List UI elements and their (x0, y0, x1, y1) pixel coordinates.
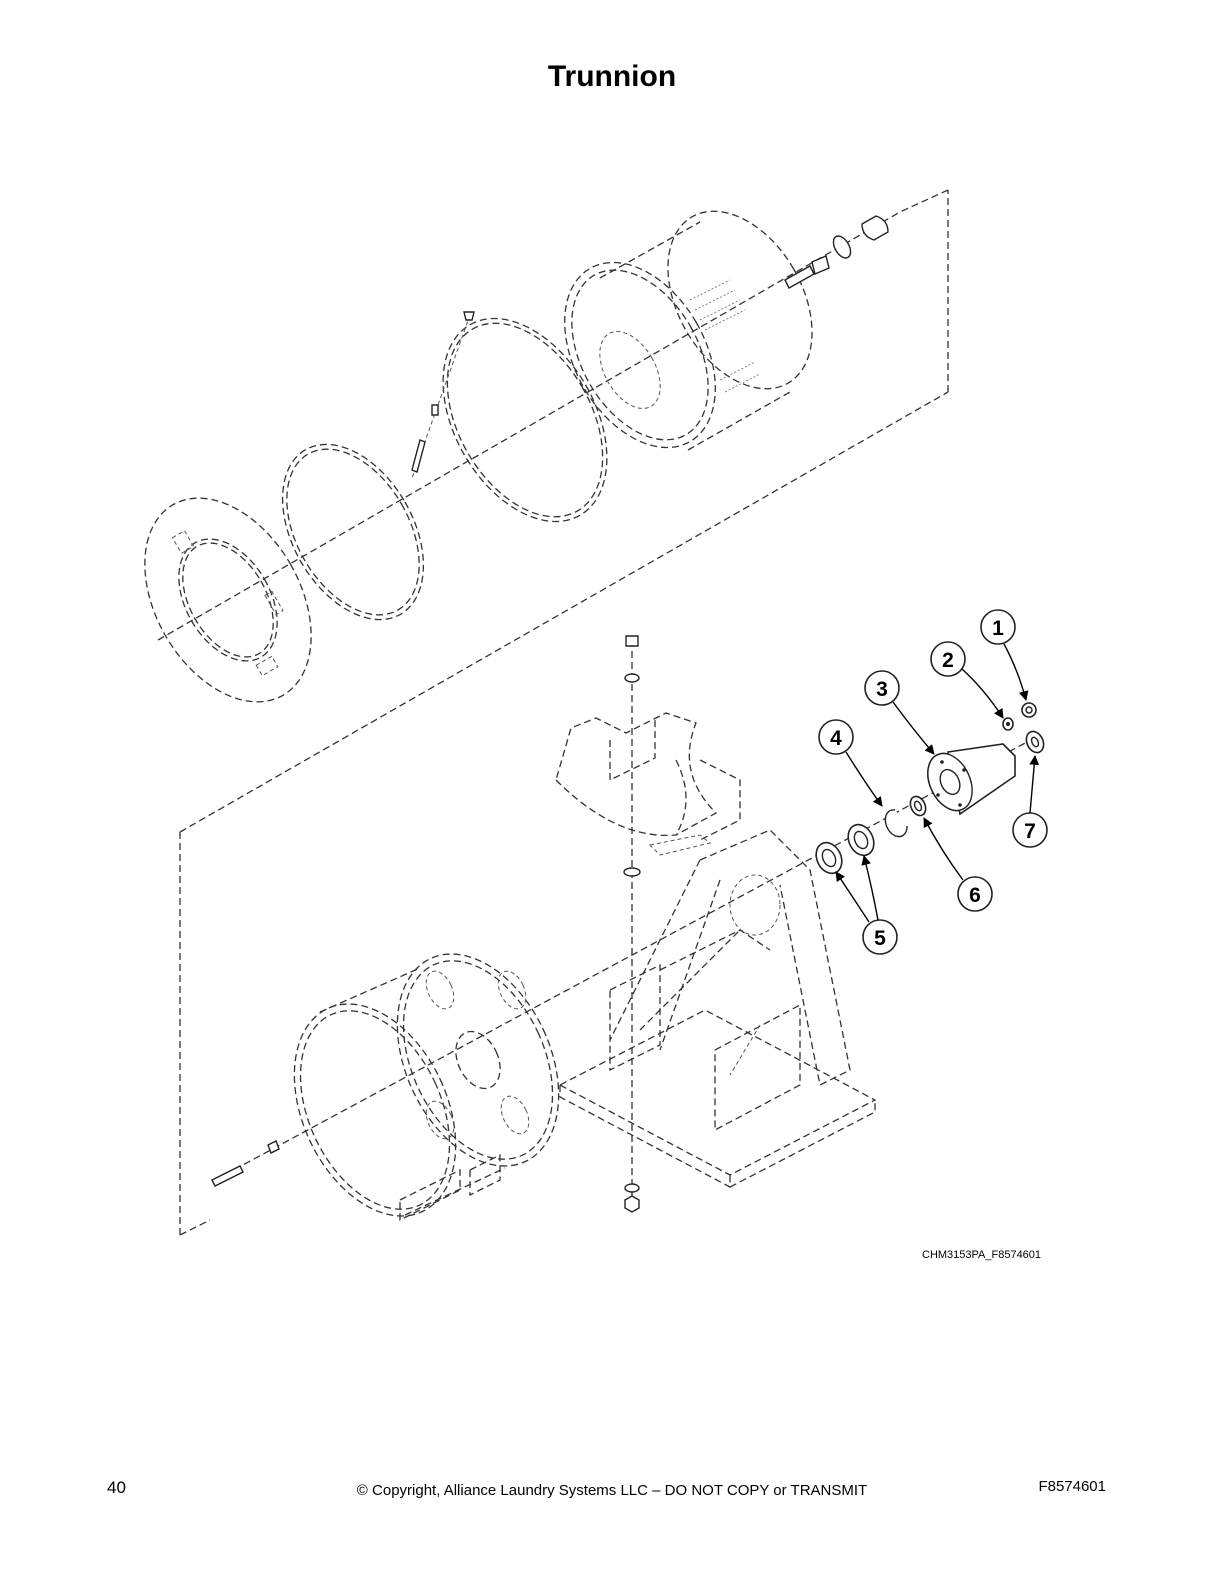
callout-2-label: 2 (942, 649, 954, 672)
part-5-bearing-inner (847, 823, 875, 857)
callout-1-label: 1 (992, 617, 1004, 640)
trunnion-stand-frame (558, 829, 877, 1189)
callout-6: 6 (923, 817, 993, 912)
page-number: 40 (107, 1478, 126, 1497)
part-3-trunnion-hub (927, 743, 1016, 816)
callout-4: 4 (818, 719, 883, 807)
copyright-notice: © Copyright, Alliance Laundry Systems LL… (356, 1482, 868, 1499)
figure-id: CHM3153PA_F8574601 (922, 1249, 1042, 1261)
gasket-ring-small (281, 443, 425, 621)
upper-assembly (144, 189, 949, 833)
part-5-bearing-outer (815, 841, 843, 875)
callout-4-label: 4 (830, 727, 842, 750)
callout-7: 7 (1012, 755, 1048, 848)
document-number: F8574601 (1038, 1478, 1106, 1495)
drum-end (293, 953, 560, 1222)
stud-bolt (411, 311, 475, 479)
vertical-bolt (623, 635, 641, 1213)
lower-assembly (179, 635, 1045, 1236)
callout-5-label: 5 (874, 927, 886, 950)
callout-6-label: 6 (969, 884, 981, 907)
part-7-nut (1025, 730, 1045, 754)
callout-1: 1 (980, 609, 1029, 701)
callout-5: 5 (835, 855, 898, 955)
part-1-cap (1021, 702, 1037, 718)
page-title: Trunnion (547, 60, 677, 93)
saddle-bracket (555, 712, 741, 856)
drum-bolt (211, 1140, 280, 1187)
part-2-washer (1002, 717, 1014, 731)
callout-3-label: 3 (876, 678, 888, 701)
callout-3: 3 (864, 670, 935, 755)
gasket-ring-large (442, 317, 608, 523)
part-4-snap-ring (884, 809, 908, 838)
basket-cylinder (564, 210, 889, 451)
front-mounting-plate (144, 497, 312, 703)
callout-2: 2 (930, 641, 1004, 719)
callout-7-label: 7 (1024, 820, 1036, 843)
part-6-lock-washer (909, 795, 927, 817)
